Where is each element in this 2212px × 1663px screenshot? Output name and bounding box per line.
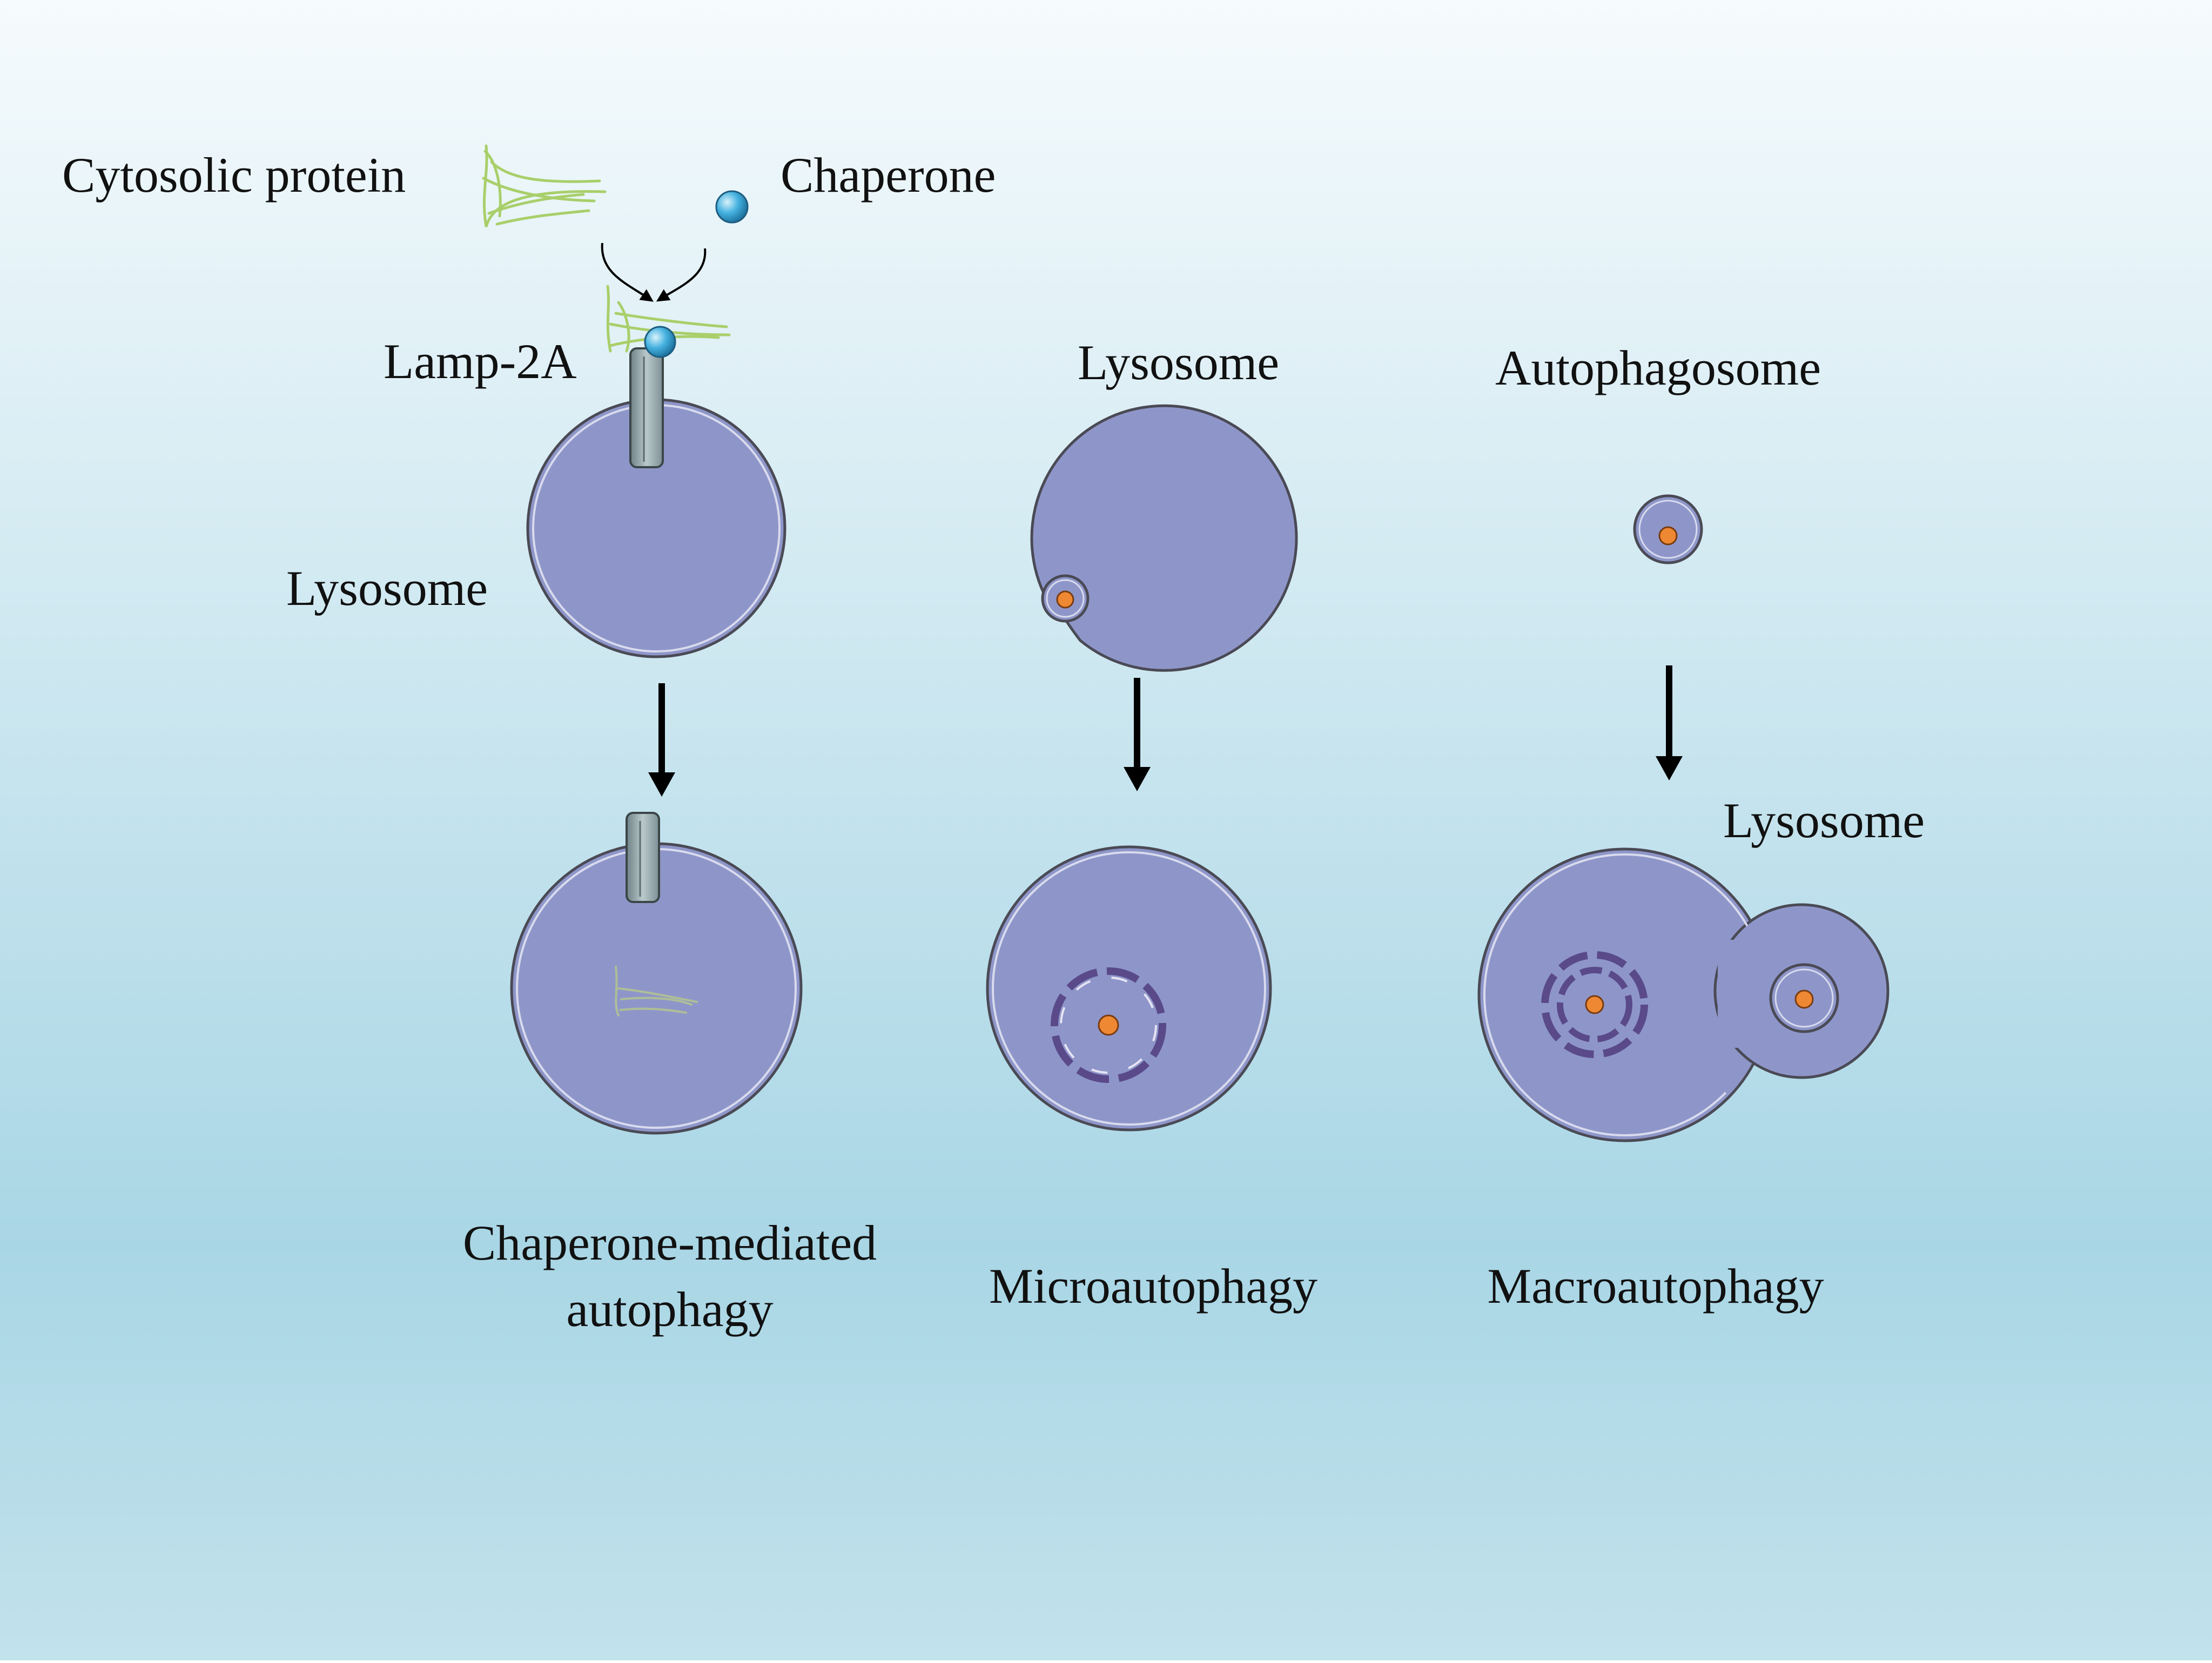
cargo-micro-bottom [1098,1014,1119,1036]
title-micro: Microautophagy [989,1258,1317,1314]
lysosome-micro-bottom [986,845,1272,1132]
title-cma-line2: autophagy [566,1282,773,1337]
title-macro: Macroautophagy [1487,1258,1824,1314]
chaperone-icon [715,190,749,224]
label-chaperone: Chaperone [781,147,996,203]
arrow-protein-to-lamp [601,243,654,302]
label-lamp2a: Lamp-2A [384,334,577,389]
cargo-macro-lysosome [1585,995,1604,1014]
arrow-chaperone-to-lamp [656,248,707,302]
lysosome-micro-top [1030,404,1298,672]
bound-chaperone-icon [644,326,676,358]
cargo-macro-autophagosome [1794,989,1814,1009]
cytosolic-protein-icon [482,144,607,227]
label-lysosome-micro: Lysosome [1078,335,1279,390]
degrading-protein-icon [615,966,698,1016]
label-lysosome-cma: Lysosome [286,561,488,616]
cargo-autophagosome [1658,526,1678,546]
lamp2a-channel-bottom-icon [626,812,660,903]
lamp2a-channel-icon [629,347,664,468]
cargo-micro-top [1056,590,1074,609]
vesicle-dashed-micro [1051,967,1166,1083]
label-cytosolic-protein: Cytosolic protein [62,147,406,203]
title-cma-line1: Chaperone-mediated [463,1215,877,1270]
vesicle-dashed-macro [1541,951,1648,1058]
label-autophagosome: Autophagosome [1495,340,1821,395]
label-lysosome-macro: Lysosome [1723,793,1925,848]
